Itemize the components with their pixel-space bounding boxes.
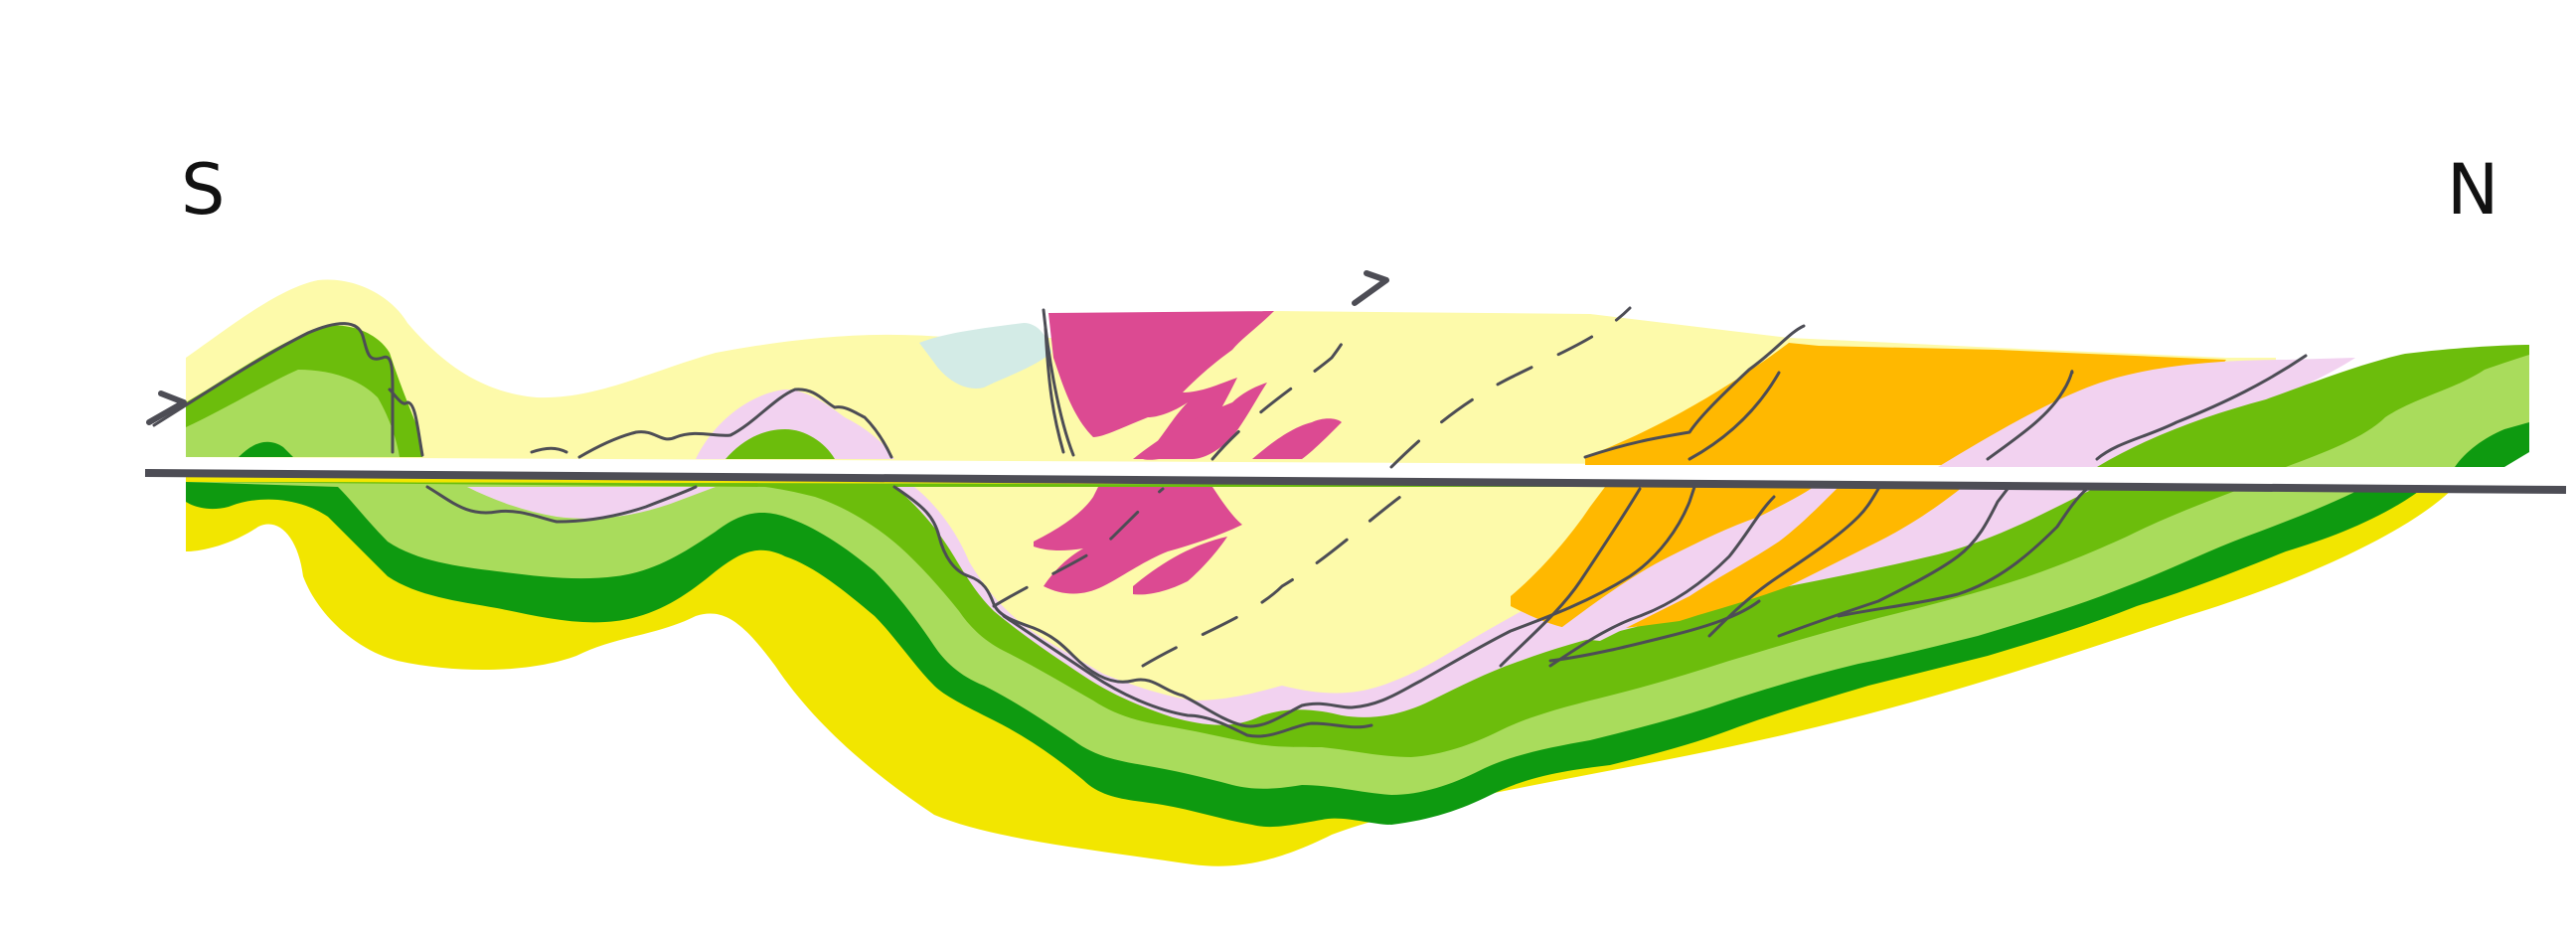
- upper-magenta-intrusion: [1048, 311, 1274, 460]
- section-horizontal-line: [144, 469, 2567, 494]
- upper-magenta-dikes: [1133, 383, 1267, 459]
- contact-line-lower-right-e: [1777, 487, 2010, 638]
- contact-line-lower-right-d: [1707, 487, 1880, 638]
- contact-line-lower-inner: [1002, 614, 1373, 738]
- fault-arrow-left: [146, 390, 187, 425]
- upper-magenta-dike-2: [1252, 418, 1342, 459]
- upper-dark-green-right: [2455, 422, 2529, 467]
- contact-line-lower-right-a: [1499, 487, 1642, 668]
- dashed-trace-lower-1: [992, 487, 1165, 608]
- lower-magenta-dike-b: [1133, 537, 1227, 595]
- lower-lavender-unit: [467, 487, 716, 519]
- lower-magenta-dikes: [1034, 487, 1242, 594]
- upper-light-green-left: [186, 370, 400, 457]
- upper-lavender-right: [1938, 358, 2355, 467]
- dashed-trace-lower-2: [1141, 487, 1413, 668]
- dashed-trace-2: [1389, 306, 1632, 469]
- contact-line-right-upper: [1986, 370, 2074, 461]
- fault-line-steep-b: [1044, 326, 1065, 454]
- lower-lavender-bands: [1550, 487, 1839, 641]
- upper-green-bump: [725, 429, 835, 459]
- contact-line-lower-right-b: [1548, 495, 1776, 668]
- contact-line-lower-left: [425, 485, 698, 524]
- contact-line-lower-right-f: [1837, 487, 2089, 618]
- fault-arrow-center: [1352, 270, 1389, 306]
- contact-line-right-upper-2: [2095, 354, 2308, 461]
- contact-line-orange-inner: [1688, 371, 1781, 461]
- contact-line-lower-right-c: [1548, 599, 1761, 663]
- north-label: N: [2447, 149, 2499, 231]
- upper-orange-unit: [1585, 343, 2226, 465]
- south-label: S: [181, 149, 226, 231]
- upper-light-green-right: [2286, 355, 2529, 467]
- contact-line-upper-left: [152, 322, 395, 454]
- contact-line-upper-left-2: [388, 388, 424, 457]
- contact-line-orange-top: [1583, 324, 1806, 459]
- upper-dark-green-left: [239, 441, 293, 457]
- dashed-trace-1: [1210, 316, 1354, 461]
- upper-cyan-patch: [919, 323, 1051, 389]
- contact-line-small-bump: [530, 446, 568, 454]
- contact-line-upper-hills: [577, 388, 893, 459]
- contact-line-lower-basin: [892, 485, 1696, 728]
